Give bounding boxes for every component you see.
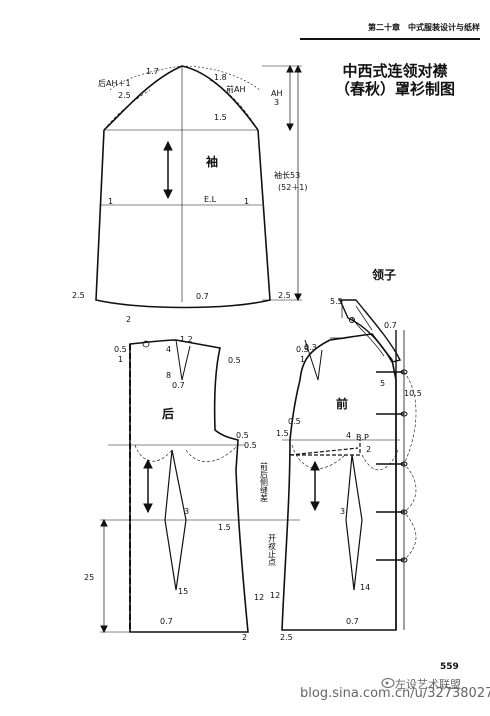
back-m-0-5-side2: 0.5 — [244, 441, 257, 450]
back-m-0-5-side: 0.5 — [236, 431, 249, 440]
collar-m-0-7: 0.7 — [384, 321, 397, 330]
watermark-org: 左设艺术联盟 — [395, 678, 461, 691]
sleeve-m-2: 2 — [126, 315, 131, 324]
sleeve-m-1-8: 1.8 — [214, 73, 227, 82]
sleeve-length-2: (52＋1) — [278, 183, 308, 192]
collar-pattern — [330, 299, 402, 363]
elbow-line-label: E.L — [204, 195, 217, 204]
front-m-3: 3 — [340, 507, 345, 516]
front-dart-label: 前后侧缝差 — [260, 461, 269, 502]
back-pattern — [100, 339, 300, 634]
front-m-1-5: 1.5 — [276, 429, 289, 438]
collar-m-10-5: 10.5 — [404, 389, 422, 398]
front-buttons — [376, 369, 408, 563]
back-m-0-5-left: 0.5 — [114, 345, 127, 354]
front-m-4: 4 — [346, 431, 351, 440]
ah3-top: AH — [271, 89, 283, 98]
front-m-0-7: 0.7 — [346, 617, 359, 626]
front-bp: B.P — [356, 433, 369, 442]
sleeve-pattern — [95, 64, 302, 309]
back-m-4: 4 — [166, 345, 171, 354]
back-name: 后 — [162, 406, 174, 421]
front-m-0-5: 0.5 — [296, 345, 309, 354]
collar-m-5: 5 — [380, 379, 385, 388]
sleeve-name: 袖 — [206, 154, 218, 169]
front-ah-label: 前AH — [226, 84, 246, 94]
front-slit-label: 开衩止点 — [268, 534, 277, 567]
front-pattern — [281, 330, 417, 631]
back-m-1-2: 1.2 — [180, 335, 193, 344]
front-m-1: 1 — [300, 355, 305, 364]
title-line-2: （春秋）罩衫制图 — [334, 80, 455, 98]
front-m-2-5: 2.5 — [280, 633, 293, 642]
back-m-1-5: 1.5 — [218, 523, 231, 532]
page-number: 559 — [440, 662, 459, 672]
front-m-14: 14 — [360, 583, 370, 592]
sleeve-m-1-7: 1.7 — [146, 67, 159, 76]
front-m-0-5-b: 0.5 — [288, 417, 301, 426]
watermark-url: blog.sina.com.cn/u/3273802737 — [300, 686, 490, 701]
title-line-1: 中西式连领对襟 — [342, 62, 448, 80]
ah3-bottom: 3 — [274, 98, 279, 107]
back-ah-label: 后AH＋1 — [98, 78, 131, 88]
page-header: 第二十章 中式服装设计与纸样 — [300, 20, 480, 40]
back-m-1: 1 — [118, 355, 123, 364]
back-m-0-7: 0.7 — [172, 381, 185, 390]
front-m-12: 12 — [270, 591, 280, 600]
front-name: 前 — [336, 396, 348, 411]
back-m-8: 8 — [166, 371, 171, 380]
collar-label: 领子 — [372, 268, 397, 282]
back-m-12: 12 — [254, 593, 264, 602]
back-m-25: 25 — [84, 573, 94, 582]
page-title: 中西式连领对襟 （春秋）罩衫制图 — [310, 62, 480, 98]
back-m-3: 3 — [184, 507, 189, 516]
sleeve-m-1-5: 1.5 — [214, 113, 227, 122]
sleeve-m-2-5: 2.5 — [118, 91, 131, 100]
weibo-logo-icon — [381, 677, 395, 688]
sleeve-m-0-7: 0.7 — [196, 292, 209, 301]
front-m-0-3: 0.3 — [304, 343, 317, 352]
front-m-2: 2 — [366, 445, 371, 454]
back-m-0-7-hem: 0.7 — [160, 617, 173, 626]
sleeve-m-1-right: 1 — [244, 197, 249, 206]
back-m-0-5-right: 0.5 — [228, 356, 241, 365]
sleeve-m-2-5-br: 2.5 — [278, 291, 291, 300]
sleeve-m-2-5-bl: 2.5 — [72, 291, 85, 300]
back-m-15: 15 — [178, 587, 188, 596]
sleeve-length-1: 袖长53 — [274, 170, 300, 180]
collar-m-5-5: 5.5 — [330, 297, 343, 306]
sleeve-m-1-left: 1 — [108, 197, 113, 206]
back-m-2: 2 — [242, 633, 247, 642]
